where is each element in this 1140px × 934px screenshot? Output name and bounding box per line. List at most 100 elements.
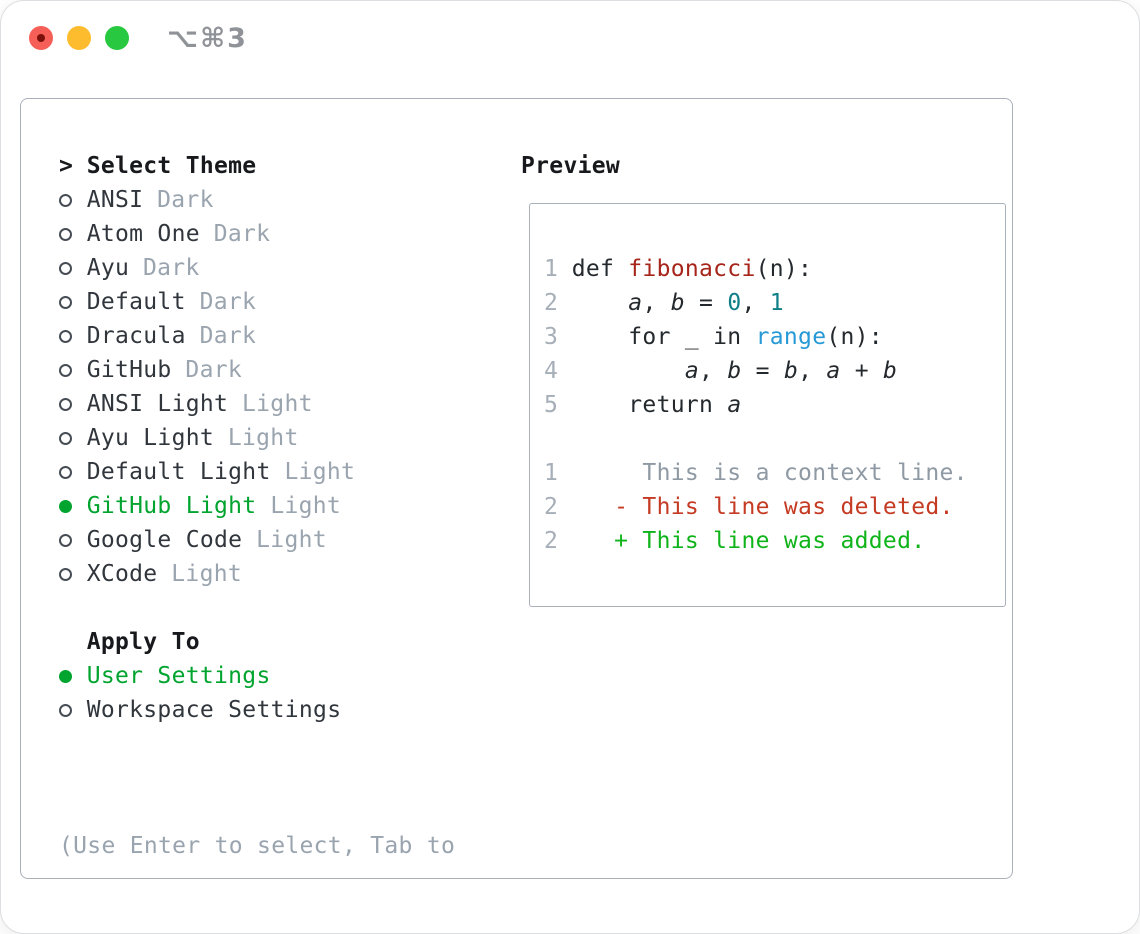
option-label: ANSI (86, 187, 144, 213)
preview-line: 4 a, b = b, a + b (544, 354, 993, 388)
option-tag: Light (256, 527, 327, 553)
theme-option[interactable]: ANSI Light Light (59, 387, 521, 421)
code-segment: , (741, 290, 770, 316)
titlebar: ⌥⌘3 (1, 1, 1139, 75)
preview-title: Preview (521, 153, 621, 179)
radio-icon (59, 431, 72, 445)
option-label: GitHub Light (86, 493, 257, 519)
code-segment (572, 290, 629, 316)
line-number: 2 (544, 494, 559, 520)
hint-text: (Use Enter to select, Tab to change focu… (59, 761, 521, 933)
radio-icon (59, 499, 72, 513)
code-segment: for _ in (571, 324, 756, 350)
code-segment: b (727, 358, 742, 384)
option-label: Default Light (86, 459, 271, 485)
code-segment: 1 (769, 290, 784, 316)
apply-to-option[interactable]: User Settings (59, 659, 521, 693)
theme-option[interactable]: Dracula Dark (59, 319, 521, 353)
theme-option[interactable]: Google Code Light (59, 523, 521, 557)
theme-option[interactable]: GitHub Dark (59, 353, 521, 387)
theme-option[interactable]: Default Light Light (59, 455, 521, 489)
radio-icon (59, 227, 72, 241)
option-label: Atom One (86, 221, 200, 247)
select-theme-header: > Select Theme (59, 149, 521, 183)
option-tag: Dark (157, 187, 214, 213)
radio-icon (59, 703, 72, 717)
option-label: Ayu (86, 255, 130, 281)
close-button[interactable] (29, 26, 53, 50)
option-tag: Dark (199, 323, 257, 349)
line-text: a, b = b, a + b (572, 358, 897, 384)
apply-to-title: Apply To (86, 629, 200, 655)
code-segment: = (684, 290, 728, 316)
option-tag: Dark (213, 221, 271, 247)
option-label: User Settings (86, 663, 271, 689)
code-segment: = (741, 358, 784, 384)
radio-icon (59, 465, 72, 479)
preview-line: 5 return a (544, 388, 993, 422)
line-text: - This line was deleted. (571, 494, 954, 520)
option-label: GitHub (86, 357, 172, 383)
zoom-button[interactable] (105, 26, 129, 50)
code-segment: 0 (727, 290, 742, 316)
preview-header: Preview (521, 149, 1006, 183)
theme-option[interactable]: GitHub Light Light (59, 489, 521, 523)
line-number: 4 (544, 358, 559, 384)
preview-line: 3 for _ in range(n): (544, 320, 993, 354)
preview-column: Preview 1 def fibonacci(n): 2 a, b = 0, 1… (521, 149, 1006, 878)
diff-line-ctx: 1 This is a context line. (544, 456, 993, 490)
diff-block: 1 This is a context line. 2 - This line … (544, 456, 993, 558)
radio-icon (59, 329, 72, 343)
line-number: 1 (544, 256, 559, 282)
theme-selector-panel: > Select Theme ANSI Dark Atom One Dark A… (20, 98, 1013, 879)
apply-to-option[interactable]: Workspace Settings (59, 693, 521, 727)
prompt-icon: > (59, 153, 74, 179)
theme-option[interactable]: ANSI Dark (59, 183, 521, 217)
code-segment: a (684, 358, 700, 384)
minimize-button[interactable] (67, 26, 91, 50)
window-title: ⌥⌘3 (167, 22, 248, 54)
line-number: 2 (544, 528, 559, 554)
theme-list: ANSI Dark Atom One Dark Ayu Dark Default… (59, 183, 521, 591)
apply-to-header: Apply To (59, 625, 521, 659)
diff-line-del: 2 - This line was deleted. (544, 490, 993, 524)
line-text: + This line was added. (571, 528, 926, 554)
code-segment: a (628, 290, 643, 316)
radio-icon (59, 397, 72, 411)
diff-line-add: 2 + This line was added. (544, 524, 993, 558)
spacer (544, 422, 993, 456)
line-text: return a (572, 392, 742, 418)
spacer (59, 591, 521, 625)
theme-option[interactable]: Default Dark (59, 285, 521, 319)
option-tag: Light (171, 561, 243, 587)
code-segment: , (642, 290, 671, 316)
line-number: 2 (544, 290, 559, 316)
code-segment: def (571, 256, 629, 282)
option-label: ANSI Light (86, 391, 229, 417)
code-segment: fibonacci (628, 256, 756, 282)
option-label: Google Code (86, 527, 243, 553)
spacer (59, 727, 521, 761)
option-tag: Light (227, 425, 299, 451)
line-number: 5 (544, 392, 559, 418)
theme-option[interactable]: XCode Light (59, 557, 521, 591)
line-text: This is a context line. (571, 460, 968, 486)
option-label: Dracula (86, 323, 186, 349)
code-segment (572, 358, 685, 384)
select-theme-title: Select Theme (86, 153, 257, 179)
code-block: 1 def fibonacci(n): 2 a, b = 0, 1 3 for _… (544, 252, 993, 422)
code-segment: a (826, 358, 841, 384)
preview-line: 1 def fibonacci(n): (544, 252, 993, 286)
theme-option[interactable]: Atom One Dark (59, 217, 521, 251)
code-segment: (n): (755, 256, 813, 282)
code-segment: , (798, 358, 827, 384)
hint-line-1: (Use Enter to select, Tab to (59, 833, 456, 859)
radio-icon (59, 261, 72, 275)
theme-option[interactable]: Ayu Dark (59, 251, 521, 285)
code-segment: , (699, 358, 728, 384)
preview-line: 2 a, b = 0, 1 (544, 286, 993, 320)
option-tag: Dark (199, 289, 257, 315)
radio-icon (59, 193, 72, 207)
theme-option[interactable]: Ayu Light Light (59, 421, 521, 455)
